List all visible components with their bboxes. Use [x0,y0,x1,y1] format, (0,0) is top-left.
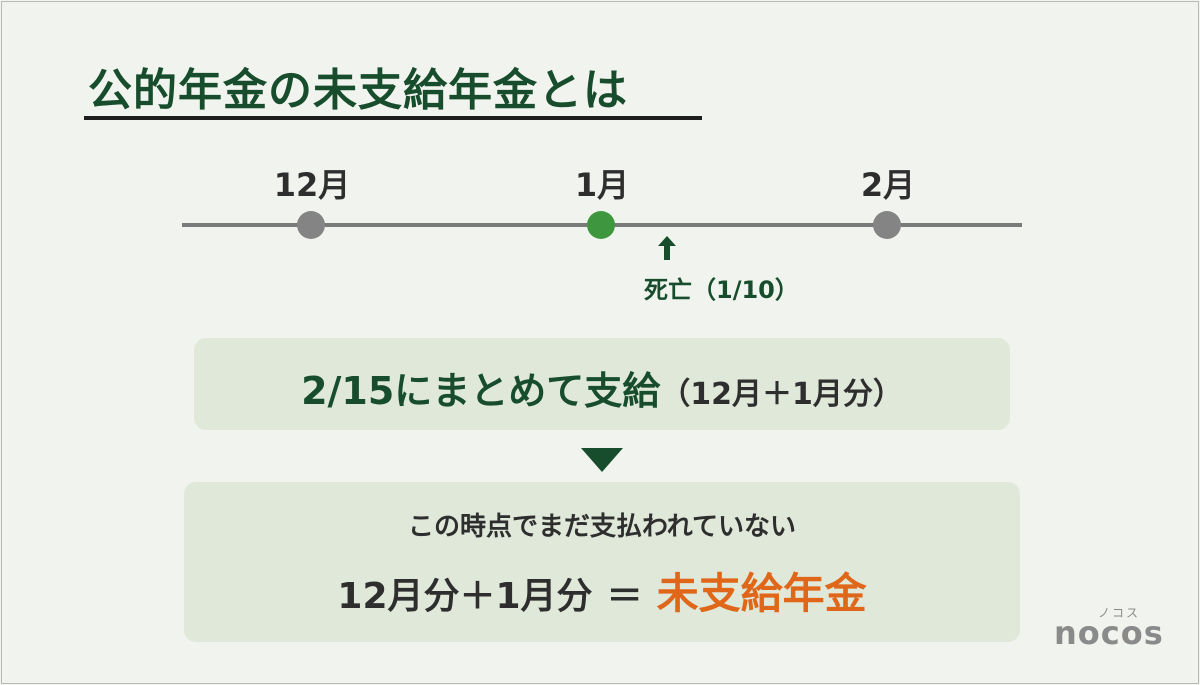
down-triangle-icon [581,448,623,472]
month-label-january: 1月 [574,166,630,204]
payment-text: 2/15にまとめて支給（12月＋1月分） [194,360,1010,415]
result-caption: この時点でまだ支払われていない [408,512,796,542]
payment-sub-text: （12月＋1月分） [660,377,903,412]
title-underline [84,116,702,120]
equals-sign: ＝ [606,576,643,617]
page-title: 公的年金の未支給年金とは [88,65,628,116]
result-equation: 12月分＋1月分 ＝ 未支給年金 [184,560,1020,621]
month-label-december: 12月 [273,166,351,204]
logo-kana: ノコス [1098,606,1141,620]
up-arrow-icon [658,236,676,260]
death-date-label: 死亡（1/10） [644,276,799,304]
equation-right-highlight: 未支給年金 [656,569,867,618]
equation-left: 12月分＋1月分 [337,576,593,617]
logo-text: nocos [1054,614,1164,652]
payment-main-text: 2/15にまとめて支給 [301,369,661,413]
payment-box: 2/15にまとめて支給（12月＋1月分） [194,338,1010,430]
result-box: この時点でまだ支払われていない 12月分＋1月分 ＝ 未支給年金 [184,482,1020,642]
timeline-dot-january [587,211,615,239]
timeline-dot-december [297,211,325,239]
month-label-february: 2月 [860,166,916,204]
timeline-dot-february [873,211,901,239]
